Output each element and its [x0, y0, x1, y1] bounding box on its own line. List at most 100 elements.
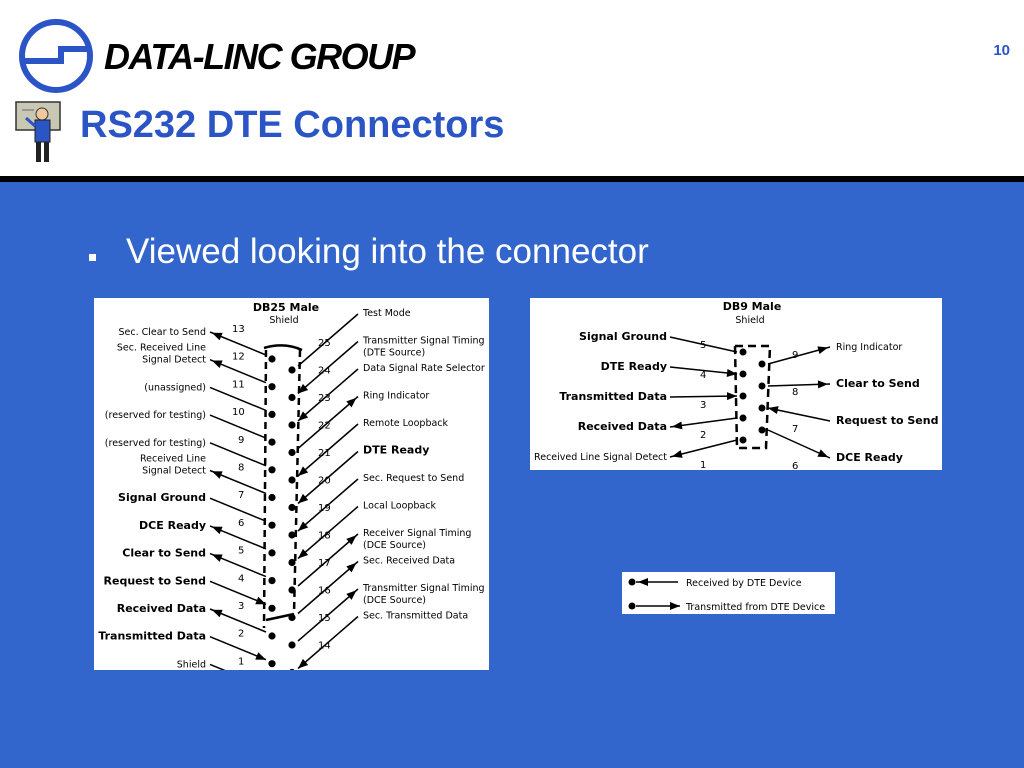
db25-pin-10-label: (reserved for testing)	[105, 410, 206, 421]
db9-pin-3-lead	[669, 395, 738, 398]
db25-pin-20-label: DTE Ready	[363, 444, 429, 457]
db25-pin-6-number: 6	[238, 518, 244, 529]
db25-pin-15-dot	[288, 641, 296, 649]
db25-pin-5-arrow	[211, 554, 223, 562]
legend-transmitted-arrow	[670, 602, 680, 610]
header-divider	[0, 176, 1024, 182]
db25-pin-16-label: Sec. Received Data	[363, 556, 455, 567]
db25-pin-22-lead	[297, 395, 359, 450]
db9-pin-3-arrow	[726, 392, 737, 401]
db25-pin-21-lead	[297, 423, 359, 477]
db25-pin-6-dot	[268, 549, 276, 557]
db9-pin-9-label: Ring Indicator	[836, 342, 902, 353]
db25-pin-4-arrow	[255, 596, 266, 605]
db25-pin-12-arrow	[211, 360, 223, 368]
db25-pin-13-dot	[268, 355, 276, 363]
db25-pin-17-label: Receiver Signal Timing	[363, 528, 471, 539]
db25-pin-3-arrow	[211, 609, 223, 618]
db25-pin-25-label: Test Mode	[362, 308, 411, 319]
db25-pin-21-label: Remote Loopback	[363, 418, 449, 429]
db25-pin-22-dot	[288, 448, 296, 457]
db25-pin-23-arrow	[298, 411, 309, 421]
db25-pin-18-dot	[288, 558, 296, 567]
db9-pin-1-number: 1	[700, 460, 706, 470]
db25-pin-7-label: Signal Ground	[118, 491, 206, 504]
db25-pin-20-dot	[288, 503, 296, 512]
db9-pin-3-dot	[739, 392, 747, 400]
db25-pin-19-lead	[297, 478, 359, 532]
db9-pin-5-lead	[669, 336, 738, 353]
db9-pin-1-dot	[739, 436, 747, 444]
db25-pin-18-arrow	[298, 548, 309, 559]
legend-transmitted-dot	[628, 602, 636, 610]
legend: Received by DTE Device Transmitted from …	[628, 578, 825, 613]
db9-connector-shell	[733, 344, 772, 450]
presenter-icon	[15, 101, 61, 162]
db25-pin-14-lead	[297, 615, 359, 670]
db9-pin-2-number: 2	[700, 430, 706, 441]
db9-pin-2-dot	[739, 414, 747, 422]
db25-pin-11-lead	[209, 386, 267, 412]
db25-pin-7-number: 7	[238, 490, 244, 501]
db25-pin-17-lead	[297, 533, 359, 587]
db25-pin-10-lead	[209, 414, 267, 439]
db25-pin-2-lead	[209, 636, 267, 661]
db25-pin-9-lead	[209, 442, 267, 467]
db25-pin-8-number: 8	[238, 463, 244, 474]
db9-pin-2-arrow	[671, 421, 683, 430]
db25-right-shell	[292, 349, 302, 615]
db25-pin-12-number: 12	[232, 352, 245, 363]
db25-pin-19-arrow	[298, 521, 309, 531]
db25-pin-12-label: Sec. Received Line	[117, 343, 206, 354]
db25-pin-6-arrow	[211, 526, 223, 535]
db25-pin-5-dot	[268, 577, 276, 585]
db25-pin-12-dot	[268, 383, 276, 391]
db25-pin-12-label: Signal Detect	[142, 355, 206, 366]
db9-pin-9-number: 9	[792, 350, 798, 361]
slide-header: DATA-LINC GROUP 10 RS232 DTE Connectors	[0, 0, 1024, 178]
db25-pin-7-lead	[209, 497, 267, 522]
db25-pin-4-lead	[209, 580, 267, 605]
db25-pin-11-number: 11	[232, 379, 245, 390]
db25-pin-1-label: Shield	[177, 659, 206, 670]
db9-pin-7-dot	[758, 404, 766, 412]
legend-received-label: Received by DTE Device	[686, 578, 802, 589]
db25-pin-16-lead	[297, 560, 359, 615]
db25-pin-8-label: Received Line	[140, 454, 206, 465]
db25-title: DB25 Male	[253, 301, 319, 314]
db9-pin-8-number: 8	[792, 387, 798, 398]
db25-pin-22-arrow	[346, 397, 357, 408]
db9-pin-6-label: DCE Ready	[836, 451, 903, 464]
db25-pin-24-lead	[297, 340, 359, 395]
db25-pin-20-arrow	[298, 493, 309, 504]
db25-pin-7-dot	[268, 521, 276, 529]
db25-pin-19-label: Sec. Request to Send	[363, 473, 464, 484]
db25-pin-23-dot	[288, 421, 296, 429]
db25-pin-3-number: 3	[238, 601, 244, 612]
bullet-text: Viewed looking into the connector	[126, 232, 649, 271]
db9-pin-4-arrow	[726, 368, 737, 377]
db25-pin-5-label: Clear to Send	[122, 547, 206, 560]
db25-pin-2-arrow	[255, 652, 266, 660]
bullet-square-icon	[89, 254, 96, 261]
db25-pin-15-label: Transmitter Signal Timing	[362, 583, 485, 594]
db25-pin-13-number: 13	[232, 324, 245, 335]
db9-pin-8-label: Clear to Send	[836, 377, 920, 390]
db25-pin-8-arrow	[211, 471, 223, 479]
db25-pin-15-label: (DCE Source)	[363, 595, 426, 606]
db9-pin-4-number: 4	[700, 370, 706, 381]
db9-pin-3-label: Transmitted Data	[559, 390, 667, 403]
db25-pin-24-arrow	[298, 383, 309, 394]
db9-pin-4-lead	[669, 366, 738, 375]
db25-pin-16-dot	[288, 613, 296, 622]
db9-pin-6-arrow	[817, 449, 829, 458]
db25-pin-18-lead	[297, 505, 359, 560]
db25-pin-9-dot	[268, 466, 276, 474]
db9-shield-label: Shield	[735, 315, 764, 326]
db25-pin-11-label: (unassigned)	[144, 382, 206, 393]
db25-pin-15-lead	[297, 588, 359, 642]
data-linc-logo-icon	[19, 19, 93, 93]
